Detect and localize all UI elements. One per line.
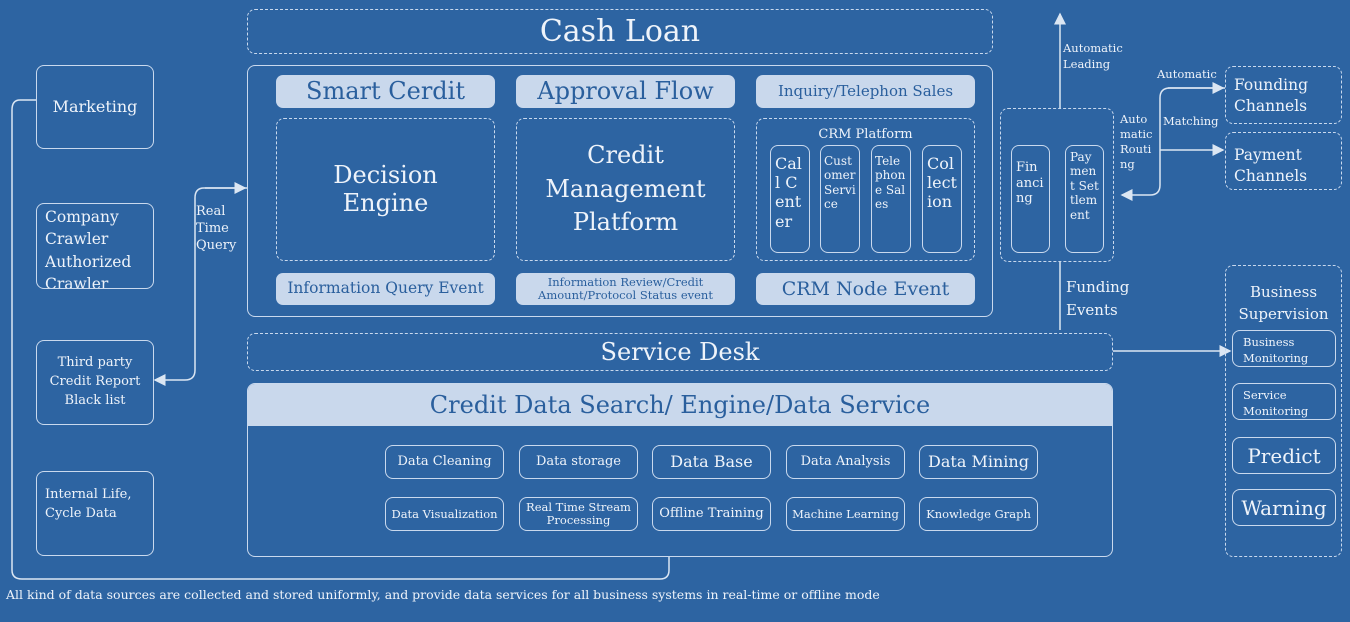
supervision-title: Business Supervision [1238,283,1329,323]
customer-service-label: Customer Service [824,154,856,212]
internal-data-box: Internal Life, Cycle Data [36,471,154,556]
telephone-sales-label: Telephone Sales [875,154,906,212]
third-party-box: Third party Credit Report Black list [36,340,154,425]
predict-label: Predict [1247,443,1321,468]
payment-channels-box: Payment Channels [1225,132,1342,190]
knowledge-graph-box: Knowledge Graph [919,497,1038,531]
query-line [153,187,247,386]
info-query-event-label: Information Query Event [287,279,484,298]
data-analysis-label: Data Analysis [800,453,891,469]
crawler-box: Company Crawler Authorized Crawler [36,203,154,289]
data-visualization-box: Data Visualization [385,497,504,531]
service-desk-label: Service Desk [600,338,760,366]
internal-data-label: Internal Life, Cycle Data [45,487,132,521]
service-monitoring-label: Service Monitoring [1243,388,1309,419]
real-time-stream-box: Real Time Stream Processing [519,497,638,531]
automatic-routing-label: Automatic Routing [1120,112,1153,171]
data-storage-box: Data storage [519,445,638,479]
collection-label: Collection [927,154,957,212]
credit-management-label: Credit Management Platform [545,141,706,237]
machine-learning-label: Machine Learning [792,506,899,521]
source-bracket-line [11,99,670,580]
data-mining-box: Data Mining [919,445,1038,479]
decision-engine-label: Decision Engine [333,160,438,217]
supervision-box: Business Supervision [1225,265,1342,557]
inquiry-header: Inquiry/Telephon Sales [756,75,975,108]
info-review-event-label: Information Review/Credit Amount/Protoco… [538,275,713,302]
approval-flow-header: Approval Flow [516,75,735,108]
crawler-label: Company Crawler Authorized Crawler [45,208,132,289]
cash-loan-box: Cash Loan [247,9,993,54]
marketing-box: Marketing [36,65,154,149]
predict-box: Predict [1232,437,1336,474]
routing-line [1120,87,1225,201]
crm-platform-box: CRM Platform [756,118,975,261]
funding-events-label: Funding Events [1066,278,1130,319]
business-panel [247,65,993,317]
smart-credit-label: Smart Cerdit [306,76,465,105]
info-review-event: Information Review/Credit Amount/Protoco… [516,273,735,305]
crm-node-event-label: CRM Node Event [781,278,950,300]
automatic-leading-label: Automatic Leading [1063,41,1123,71]
crm-platform-label: CRM Platform [818,127,913,142]
call-center-label: Call Center [775,154,802,231]
business-monitoring-label: Business Monitoring [1243,335,1309,366]
data-service-panel: Credit Data Search/ Engine/Data Service [247,383,1113,557]
info-query-event: Information Query Event [276,273,495,305]
data-base-label: Data Base [670,451,753,471]
payment-settlement-box: Payment Settlement [1065,145,1104,253]
offline-training-label: Offline Training [659,505,764,521]
data-mining-label: Data Mining [928,451,1029,471]
real-time-query-label: Real Time Query [196,204,237,253]
footer-note: All kind of data sources are collected a… [6,587,880,602]
service-desk-box: Service Desk [247,333,1113,371]
knowledge-graph-label: Knowledge Graph [926,506,1031,521]
financing-box: Financing [1011,145,1050,253]
data-base-box: Data Base [652,445,771,479]
smart-credit-header: Smart Cerdit [276,75,495,108]
warning-label: Warning [1241,495,1327,520]
call-center-box: Call Center [770,145,810,253]
credit-management-box: Credit Management Platform [516,118,735,261]
data-cleaning-box: Data Cleaning [385,445,504,479]
customer-service-box: Customer Service [820,145,860,253]
automatic-label: Automatic [1157,67,1217,81]
machine-learning-box: Machine Learning [786,497,905,531]
founding-channels-label: Founding Channels [1234,76,1308,115]
matching-label: Matching [1163,114,1219,128]
financing-label: Financing [1016,160,1044,207]
decision-engine-box: Decision Engine [276,118,495,261]
cash-loan-label: Cash Loan [539,14,701,49]
data-service-title: Credit Data Search/ Engine/Data Service [248,384,1112,426]
collection-box: Collection [922,145,962,253]
warning-box: Warning [1232,489,1336,526]
data-cleaning-label: Data Cleaning [397,453,492,469]
third-party-label: Third party Credit Report Black list [49,355,141,408]
real-time-stream-label: Real Time Stream Processing [526,499,631,527]
payment-channels-label: Payment Channels [1234,146,1308,185]
inquiry-label: Inquiry/Telephon Sales [777,81,954,100]
data-storage-label: Data storage [536,453,621,469]
offline-training-box: Offline Training [652,497,771,531]
business-monitoring-box: Business Monitoring [1232,330,1336,367]
data-visualization-label: Data Visualization [391,506,498,521]
crm-node-event: CRM Node Event [756,273,975,305]
marketing-label: Marketing [52,96,138,116]
approval-flow-label: Approval Flow [537,76,714,105]
founding-channels-box: Founding Channels [1225,66,1342,124]
payment-settlement-label: Payment Settlement [1070,150,1099,222]
funding-box [1000,108,1114,262]
service-monitoring-box: Service Monitoring [1232,383,1336,420]
telephone-sales-box: Telephone Sales [871,145,911,253]
data-analysis-box: Data Analysis [786,445,905,479]
